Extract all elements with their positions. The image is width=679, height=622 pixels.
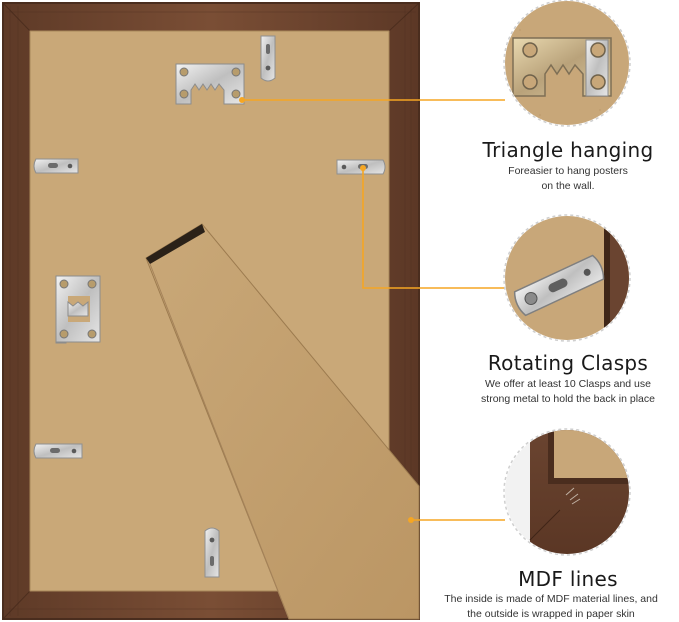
callout-lines (242, 99, 505, 521)
easel-stand (145, 223, 420, 620)
feature-3-desc-line2: the outside is wrapped in paper skin (467, 608, 635, 620)
feature-3-desc-line1: The inside is made of MDF material lines… (444, 593, 658, 605)
metal-tab-bottom (204, 527, 220, 578)
triangle-hanger (175, 63, 245, 105)
rotating-clasp-closeup-icon (503, 214, 631, 342)
triangle-hanger-closeup-icon (503, 0, 631, 127)
feature-1-title: Triangle hanging (482, 138, 654, 162)
feature-2-title: Rotating Clasps (487, 351, 649, 375)
side-hanger-left (55, 275, 101, 344)
clasp-left-lower (33, 443, 83, 459)
metal-tab-top (260, 35, 276, 82)
feature-1-desc-line2: on the wall. (541, 180, 595, 192)
mdf-corner-closeup-icon (503, 428, 631, 556)
feature-2-desc-line2: strong metal to hold the back in place (481, 393, 655, 405)
feature-3-title: MDF lines (518, 567, 618, 591)
feature-1-desc-line1: Foreasier to hang posters (508, 165, 628, 177)
clasp-left-upper (33, 158, 79, 174)
feature-2-desc-line1: We offer at least 10 Clasps and use (485, 378, 651, 390)
